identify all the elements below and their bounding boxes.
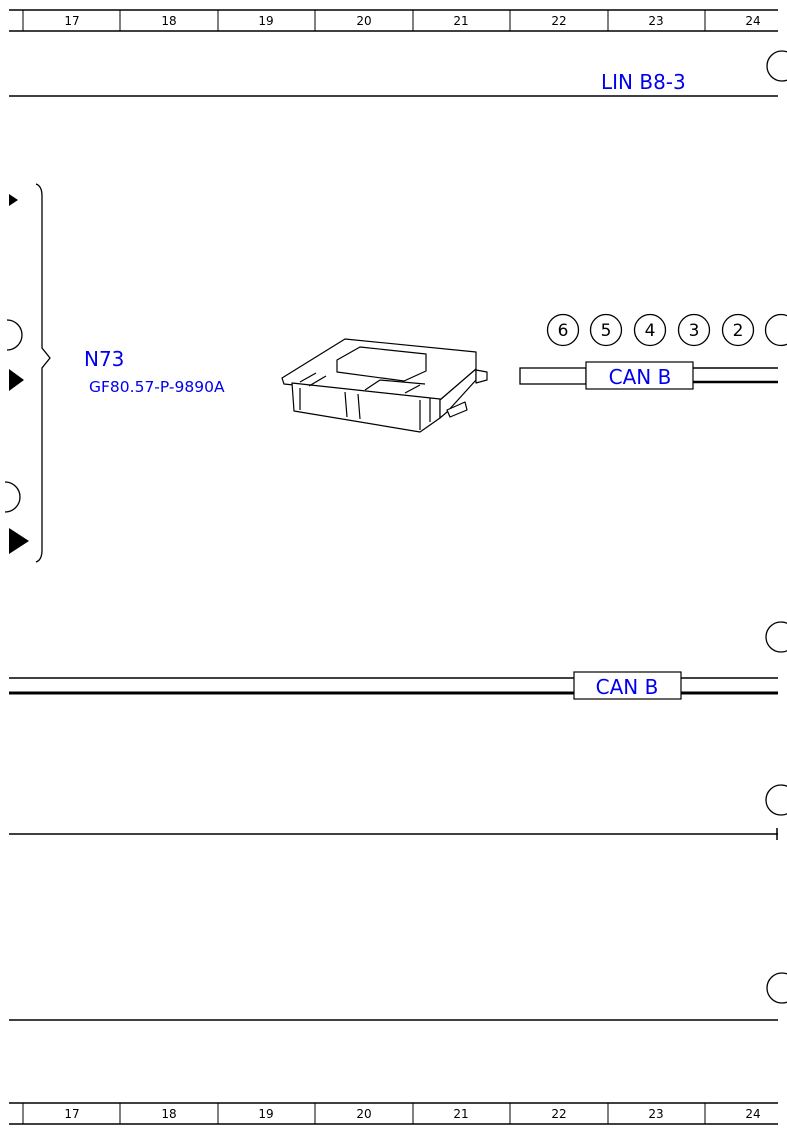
- grid-col-label: 24: [745, 1107, 760, 1121]
- partial-circle-icon: [6, 319, 23, 351]
- connector-housing: [519, 367, 587, 385]
- component-part-number: GF80.57-P-9890A: [89, 378, 225, 396]
- wire-row-single: [9, 784, 787, 840]
- lin-bus-label: LIN B8-3: [601, 70, 686, 94]
- pin-circle: [633, 313, 667, 347]
- grid-col-label: 20: [356, 14, 371, 28]
- pin-circle: [721, 313, 755, 347]
- can-bus-label-box: [585, 361, 694, 390]
- arrow-right-icon: [9, 369, 24, 391]
- top-grid-ruler: 17 18 19 20 21 22 23 24: [9, 9, 778, 32]
- partial-circle-icon: [4, 481, 21, 513]
- grid-col-label: 20: [356, 1107, 371, 1121]
- pin-circle: [589, 313, 623, 347]
- grid-col-label: 21: [453, 14, 468, 28]
- control-unit-illustration: [281, 338, 488, 433]
- grid-col-label: 18: [161, 1107, 176, 1121]
- edge-connector-circle: [766, 972, 787, 1004]
- grid-col-label: 23: [648, 14, 663, 28]
- connector-pins: 6 5 4 3 2: [546, 313, 787, 347]
- can-bus-label: CAN B: [596, 675, 659, 699]
- grid-col-label: 23: [648, 1107, 663, 1121]
- grid-col-label: 21: [453, 1107, 468, 1121]
- can-bus-label-box: [573, 671, 682, 700]
- pin-circle: [546, 313, 580, 347]
- grid-col-label: 22: [551, 1107, 566, 1121]
- left-edge-markers: [4, 194, 29, 554]
- edge-connector-circle: [766, 50, 787, 82]
- grid-col-label: 24: [745, 14, 760, 28]
- pin-number: 5: [601, 321, 612, 341]
- can-bus-label: CAN B: [609, 365, 672, 389]
- grid-col-label: 18: [161, 14, 176, 28]
- lin-bus-row: LIN B8-3: [9, 50, 787, 97]
- can-bus-lower: CAN B: [9, 621, 787, 700]
- edge-connector-circle: [765, 784, 787, 816]
- arrow-right-icon: [9, 528, 29, 554]
- wire-row-bottom: [9, 972, 787, 1021]
- grid-col-label: 19: [258, 14, 273, 28]
- edge-connector-circle: [765, 621, 787, 653]
- pin-number: 2: [733, 321, 744, 341]
- can-bus-upper: CAN B: [519, 361, 778, 390]
- grid-col-label: 17: [64, 1107, 79, 1121]
- pin-circle: [677, 313, 711, 347]
- pin-number: 3: [689, 321, 700, 341]
- grid-col-label: 17: [64, 14, 79, 28]
- brace-bracket: [35, 183, 51, 563]
- grid-col-label: 19: [258, 1107, 273, 1121]
- grid-col-label: 22: [551, 14, 566, 28]
- component-id-label: N73: [84, 347, 124, 371]
- pin-number: 4: [645, 321, 656, 341]
- pin-circle-partial: [764, 313, 787, 347]
- bottom-grid-ruler: 17 18 19 20 21 22 23 24: [9, 1102, 778, 1125]
- pin-number: 6: [558, 321, 569, 341]
- arrow-right-icon: [9, 194, 18, 206]
